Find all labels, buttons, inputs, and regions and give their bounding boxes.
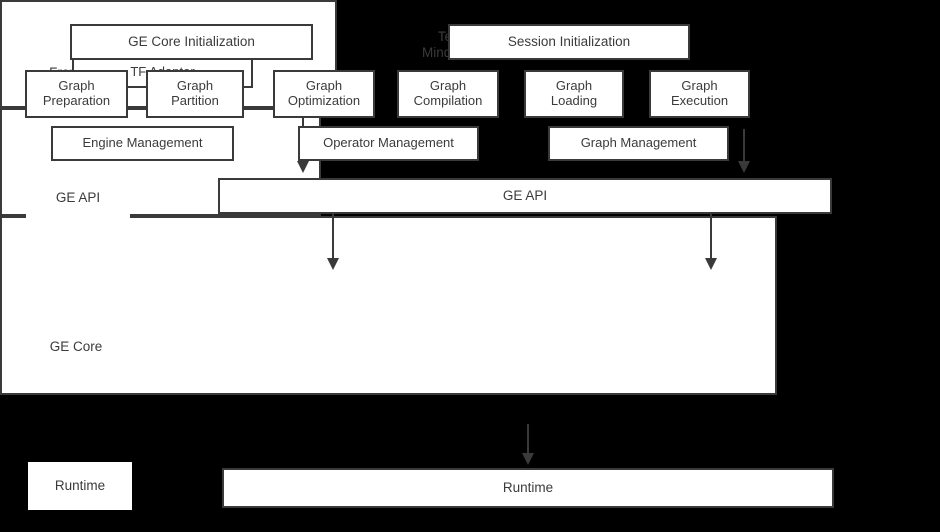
session-initialization-label: Session Initialization bbox=[507, 34, 631, 50]
ge-core-container: GE Core Initialization Session Initializ… bbox=[0, 24, 777, 395]
stage-label-ge-core: GE Core bbox=[24, 324, 128, 370]
ge-core-initialization-label: GE Core Initialization bbox=[128, 34, 255, 50]
runtime-bar[interactable]: Runtime bbox=[222, 468, 834, 508]
engine-management-box[interactable]: Engine Management bbox=[51, 126, 234, 161]
connector-mindexpression-to-ge-api-arrow bbox=[738, 161, 750, 173]
connector-ge-api-to-session-init-line bbox=[710, 214, 712, 260]
stage-label-runtime: Runtime bbox=[28, 462, 132, 510]
connector-mindexpression-to-ge-api-line bbox=[743, 129, 745, 165]
connector-ge-api-to-session-init-arrow bbox=[705, 258, 717, 270]
ge-api-bar-label: GE API bbox=[502, 188, 548, 204]
stage-label-ge-core-text: GE Core bbox=[49, 339, 103, 355]
connector-ge-api-to-core-init-arrow bbox=[327, 258, 339, 270]
runtime-bar-label: Runtime bbox=[502, 480, 554, 496]
connector-ge-core-to-runtime-line bbox=[527, 424, 529, 456]
stage-label-ge-api: GE API bbox=[26, 175, 130, 221]
engine-management-label: Engine Management bbox=[82, 135, 203, 151]
operator-management-box[interactable]: Operator Management bbox=[298, 126, 479, 161]
graph-management-box[interactable]: Graph Management bbox=[548, 126, 729, 161]
graph-management-label: Graph Management bbox=[580, 135, 697, 151]
ge-api-bar[interactable]: GE API bbox=[218, 178, 832, 214]
stage-label-ge-api-text: GE API bbox=[55, 190, 101, 206]
connector-tf-adapter-to-ge-api-arrow bbox=[297, 161, 309, 173]
session-initialization-box[interactable]: Session Initialization bbox=[448, 24, 690, 60]
connector-ge-api-to-core-init-line bbox=[332, 214, 334, 260]
ge-core-initialization-box[interactable]: GE Core Initialization bbox=[70, 24, 313, 60]
stage-label-runtime-text: Runtime bbox=[54, 478, 106, 494]
operator-management-label: Operator Management bbox=[323, 135, 454, 151]
connector-ge-core-to-runtime-arrow bbox=[522, 453, 534, 465]
